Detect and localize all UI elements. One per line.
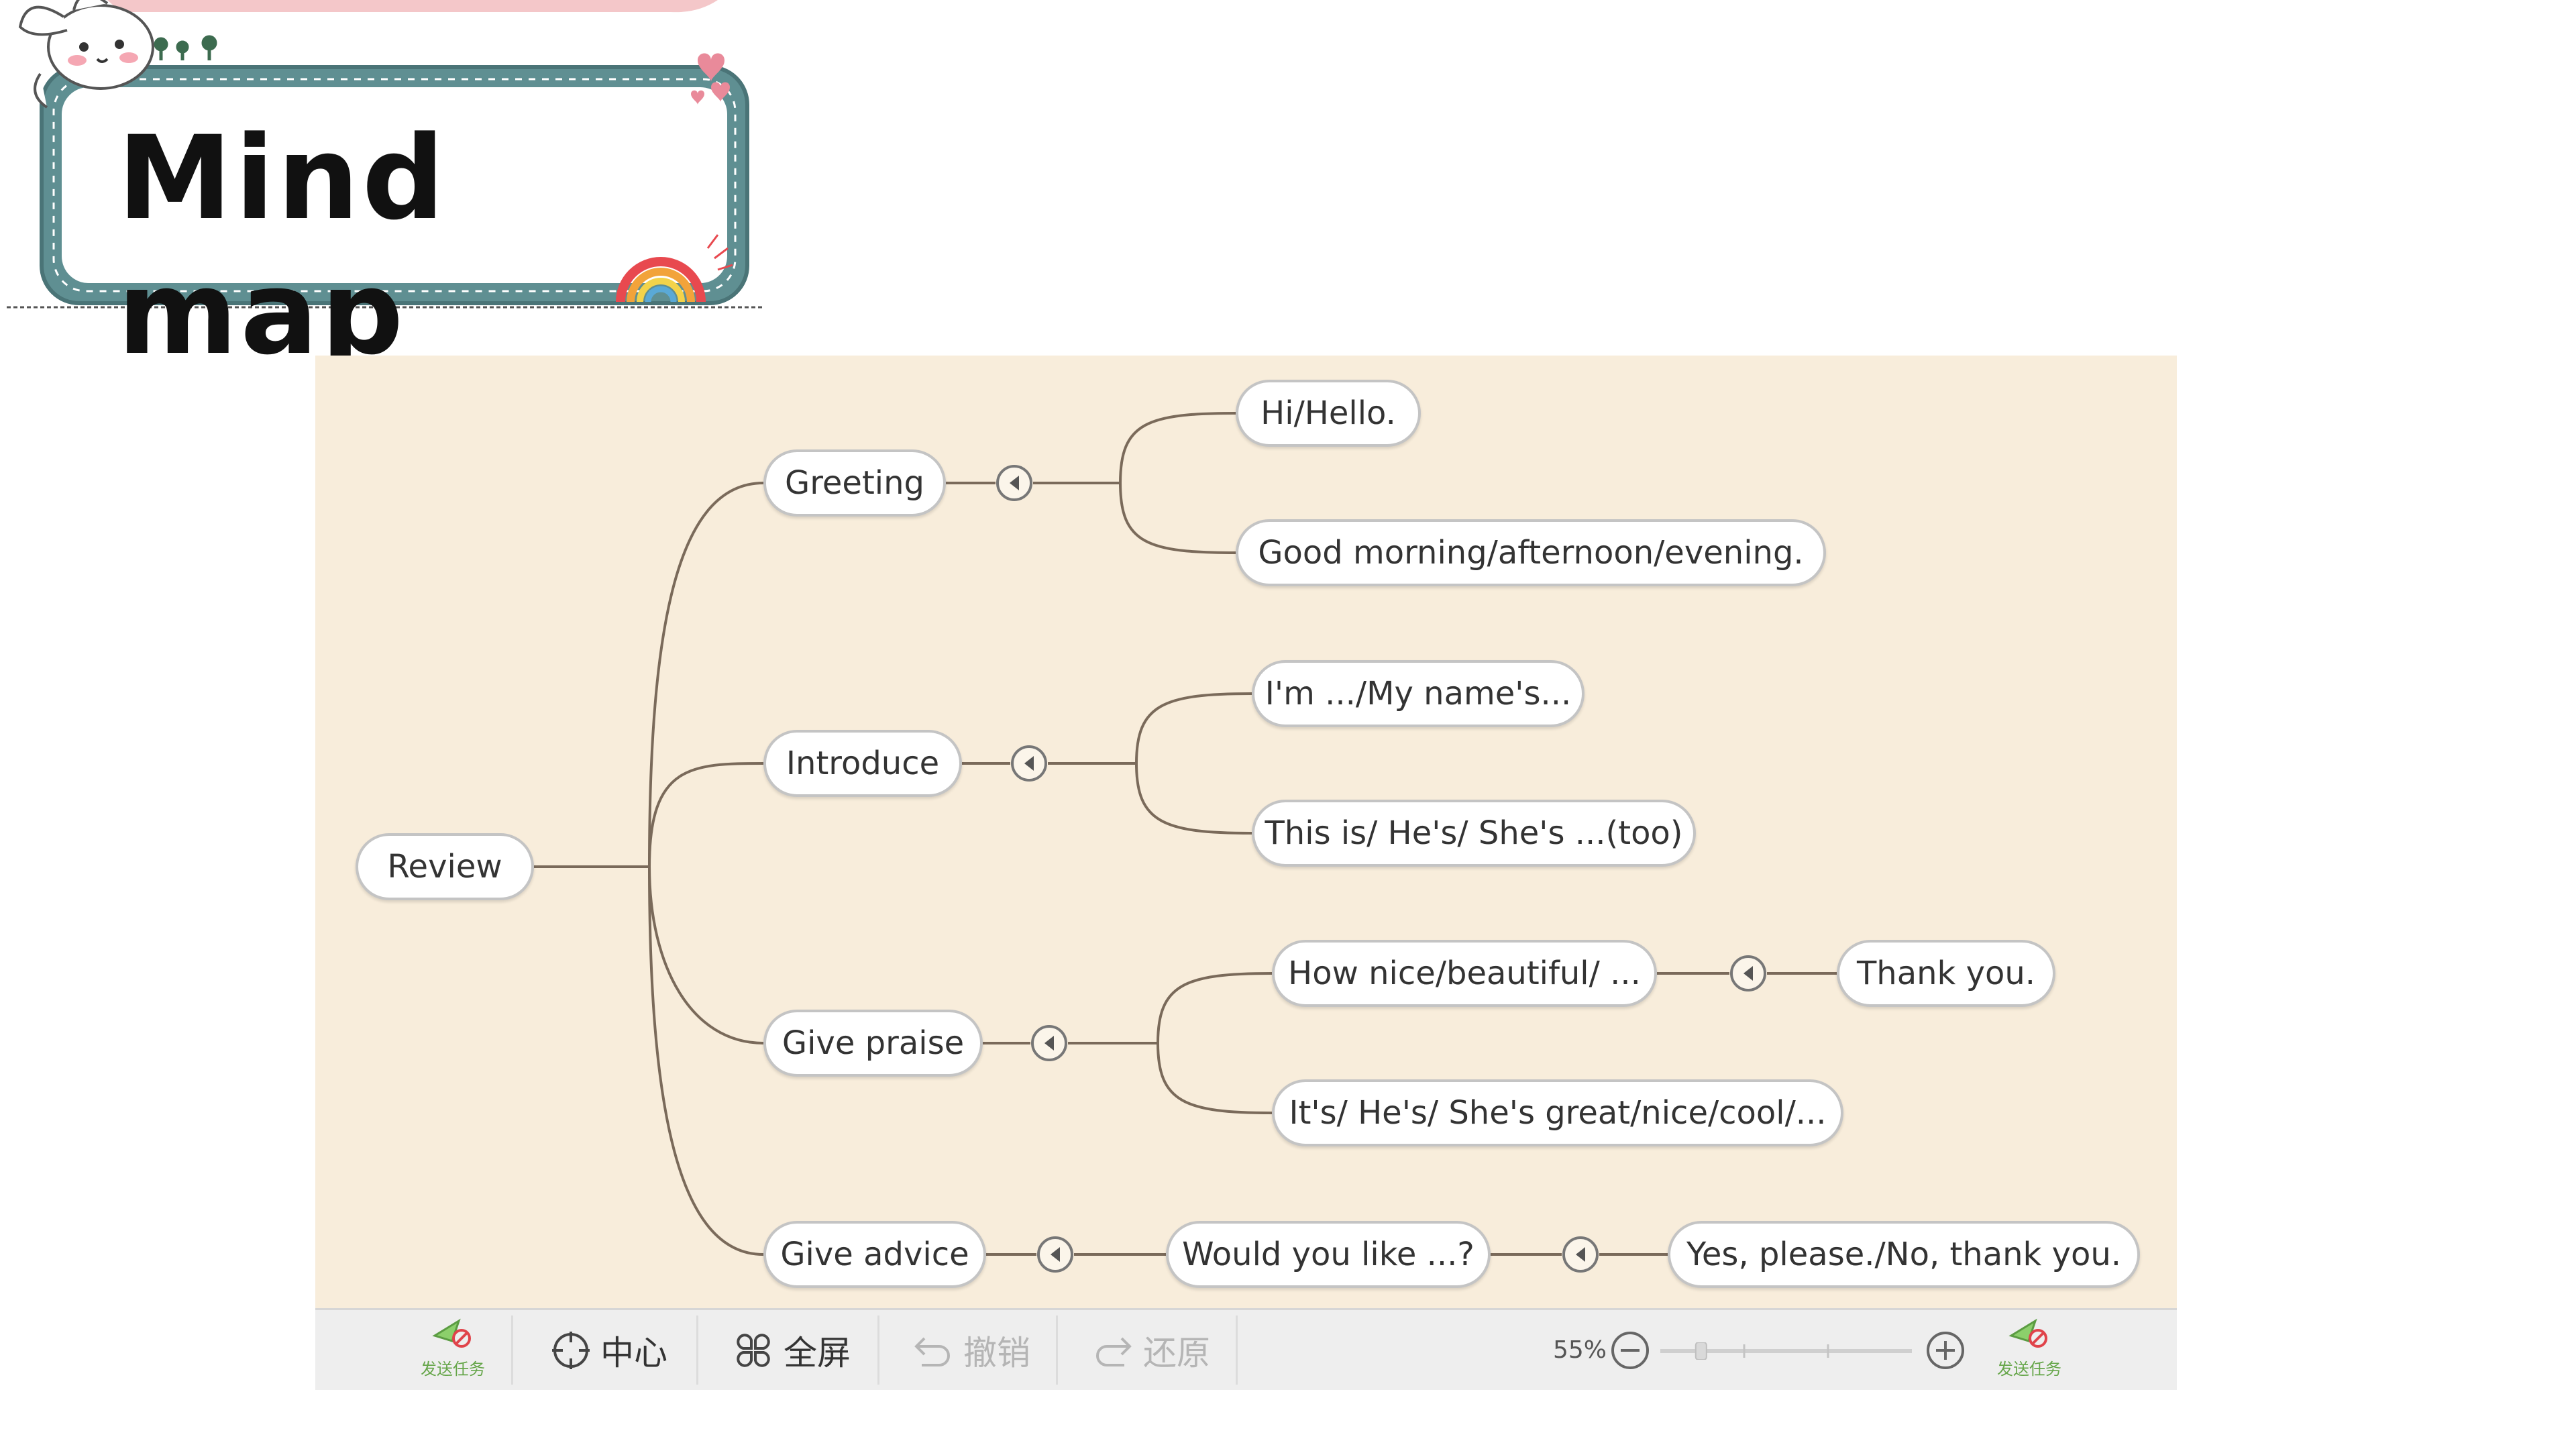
node-label: Good morning/afternoon/evening. bbox=[1258, 534, 1804, 572]
send-task-button-left[interactable]: 发送任务 bbox=[409, 1316, 496, 1388]
mindmap-root-node[interactable]: Review bbox=[356, 833, 534, 900]
collapse-arrow-icon bbox=[1044, 1036, 1054, 1051]
undo-label: 撤销 bbox=[963, 1333, 1030, 1373]
node-label: Would you like ...? bbox=[1182, 1236, 1474, 1273]
collapse-arrow-icon bbox=[1576, 1247, 1585, 1262]
collapse-toggle-greeting[interactable] bbox=[996, 465, 1032, 501]
undo-button[interactable]: 撤销 bbox=[891, 1310, 1052, 1390]
collapse-toggle-how-nice[interactable] bbox=[1730, 955, 1766, 991]
fullscreen-icon bbox=[737, 1333, 770, 1367]
collapse-toggle-give-advice[interactable] bbox=[1037, 1236, 1073, 1273]
node-label: I'm .../My name's... bbox=[1265, 675, 1572, 712]
node-label: Review bbox=[387, 848, 502, 885]
branch-node-give-advice[interactable]: Give advice bbox=[763, 1221, 986, 1288]
child-node-how-nice[interactable]: How nice/beautiful/ ... bbox=[1272, 940, 1657, 1007]
collapse-toggle-introduce[interactable] bbox=[1011, 745, 1047, 782]
node-label: This is/ He's/ She's ...(too) bbox=[1265, 814, 1683, 852]
node-label: It's/ He's/ She's great/nice/cool/... bbox=[1289, 1094, 1827, 1132]
child-node-its-great[interactable]: It's/ He's/ She's great/nice/cool/... bbox=[1272, 1079, 1843, 1146]
child-node-would-you-like[interactable]: Would you like ...? bbox=[1166, 1221, 1491, 1288]
redo-button[interactable]: 还原 bbox=[1071, 1310, 1232, 1390]
redo-label: 还原 bbox=[1143, 1333, 1210, 1373]
toolbar-separator bbox=[696, 1316, 698, 1385]
grandchild-node-thank-you[interactable]: Thank you. bbox=[1837, 940, 2055, 1007]
toolbar-separator bbox=[511, 1316, 513, 1385]
center-button[interactable]: 中心 bbox=[529, 1310, 690, 1390]
mindmap-toolbar: 发送任务 中心 全屏 撤销 bbox=[315, 1308, 2177, 1390]
collapse-arrow-icon bbox=[1051, 1247, 1060, 1262]
banner-frame bbox=[7, 0, 765, 309]
send-task-icon bbox=[2008, 1318, 2047, 1348]
node-label: Give advice bbox=[780, 1236, 969, 1273]
node-label: Introduce bbox=[786, 745, 940, 782]
page-title: Mind map bbox=[117, 111, 447, 380]
mindmap-canvas[interactable]: Review Greeting Hi/Hello. Good morning/a… bbox=[315, 356, 2177, 1308]
send-task-icon bbox=[432, 1318, 471, 1348]
toolbar-separator bbox=[877, 1316, 879, 1385]
child-node-hi-hello[interactable]: Hi/Hello. bbox=[1236, 380, 1421, 447]
collapse-arrow-icon bbox=[1010, 476, 1019, 490]
fullscreen-label: 全屏 bbox=[784, 1333, 851, 1373]
collapse-arrow-icon bbox=[1743, 966, 1753, 981]
node-label: Hi/Hello. bbox=[1260, 394, 1396, 432]
collapse-toggle-give-praise[interactable] bbox=[1031, 1025, 1067, 1061]
undo-icon bbox=[914, 1337, 950, 1366]
mindmap-links bbox=[534, 412, 1837, 1256]
collapse-toggle-would-you-like[interactable] bbox=[1562, 1236, 1599, 1273]
send-task-button-right[interactable]: 发送任务 bbox=[1986, 1316, 2073, 1388]
branch-node-give-praise[interactable]: Give praise bbox=[763, 1010, 983, 1077]
node-label: Thank you. bbox=[1856, 955, 2036, 992]
branch-node-introduce[interactable]: Introduce bbox=[763, 730, 962, 797]
zoom-in-icon[interactable] bbox=[1925, 1330, 1966, 1371]
grandchild-node-yes-please[interactable]: Yes, please./No, thank you. bbox=[1668, 1221, 2140, 1288]
center-label: 中心 bbox=[600, 1333, 667, 1373]
child-node-im-my-name[interactable]: I'm .../My name's... bbox=[1252, 660, 1585, 727]
toolbar-separator bbox=[1236, 1316, 1238, 1385]
zoom-slider-thumb[interactable] bbox=[1695, 1342, 1707, 1360]
send-task-label: 发送任务 bbox=[1997, 1360, 2061, 1379]
node-label: How nice/beautiful/ ... bbox=[1288, 955, 1641, 992]
bunny-illustration bbox=[18, 0, 154, 109]
child-node-good-morning[interactable]: Good morning/afternoon/evening. bbox=[1236, 519, 1826, 586]
node-label: Give praise bbox=[782, 1024, 965, 1062]
node-label: Yes, please./No, thank you. bbox=[1686, 1236, 2122, 1273]
send-task-label: 发送任务 bbox=[421, 1360, 485, 1379]
zoom-level-readout: 55% bbox=[1553, 1336, 1607, 1364]
branch-node-greeting[interactable]: Greeting bbox=[763, 449, 946, 517]
zoom-out-icon[interactable] bbox=[1610, 1330, 1650, 1371]
toolbar-separator bbox=[1056, 1316, 1058, 1385]
zoom-slider[interactable] bbox=[1660, 1342, 1912, 1360]
node-label: Greeting bbox=[785, 464, 924, 502]
child-node-this-is[interactable]: This is/ He's/ She's ...(too) bbox=[1252, 800, 1696, 867]
title-banner: Mind map bbox=[0, 0, 771, 380]
rainbow-illustration bbox=[616, 234, 733, 303]
fullscreen-button[interactable]: 全屏 bbox=[711, 1310, 872, 1390]
redo-icon bbox=[1096, 1337, 1132, 1366]
crosshair-icon bbox=[552, 1331, 590, 1369]
collapse-arrow-icon bbox=[1024, 756, 1034, 771]
